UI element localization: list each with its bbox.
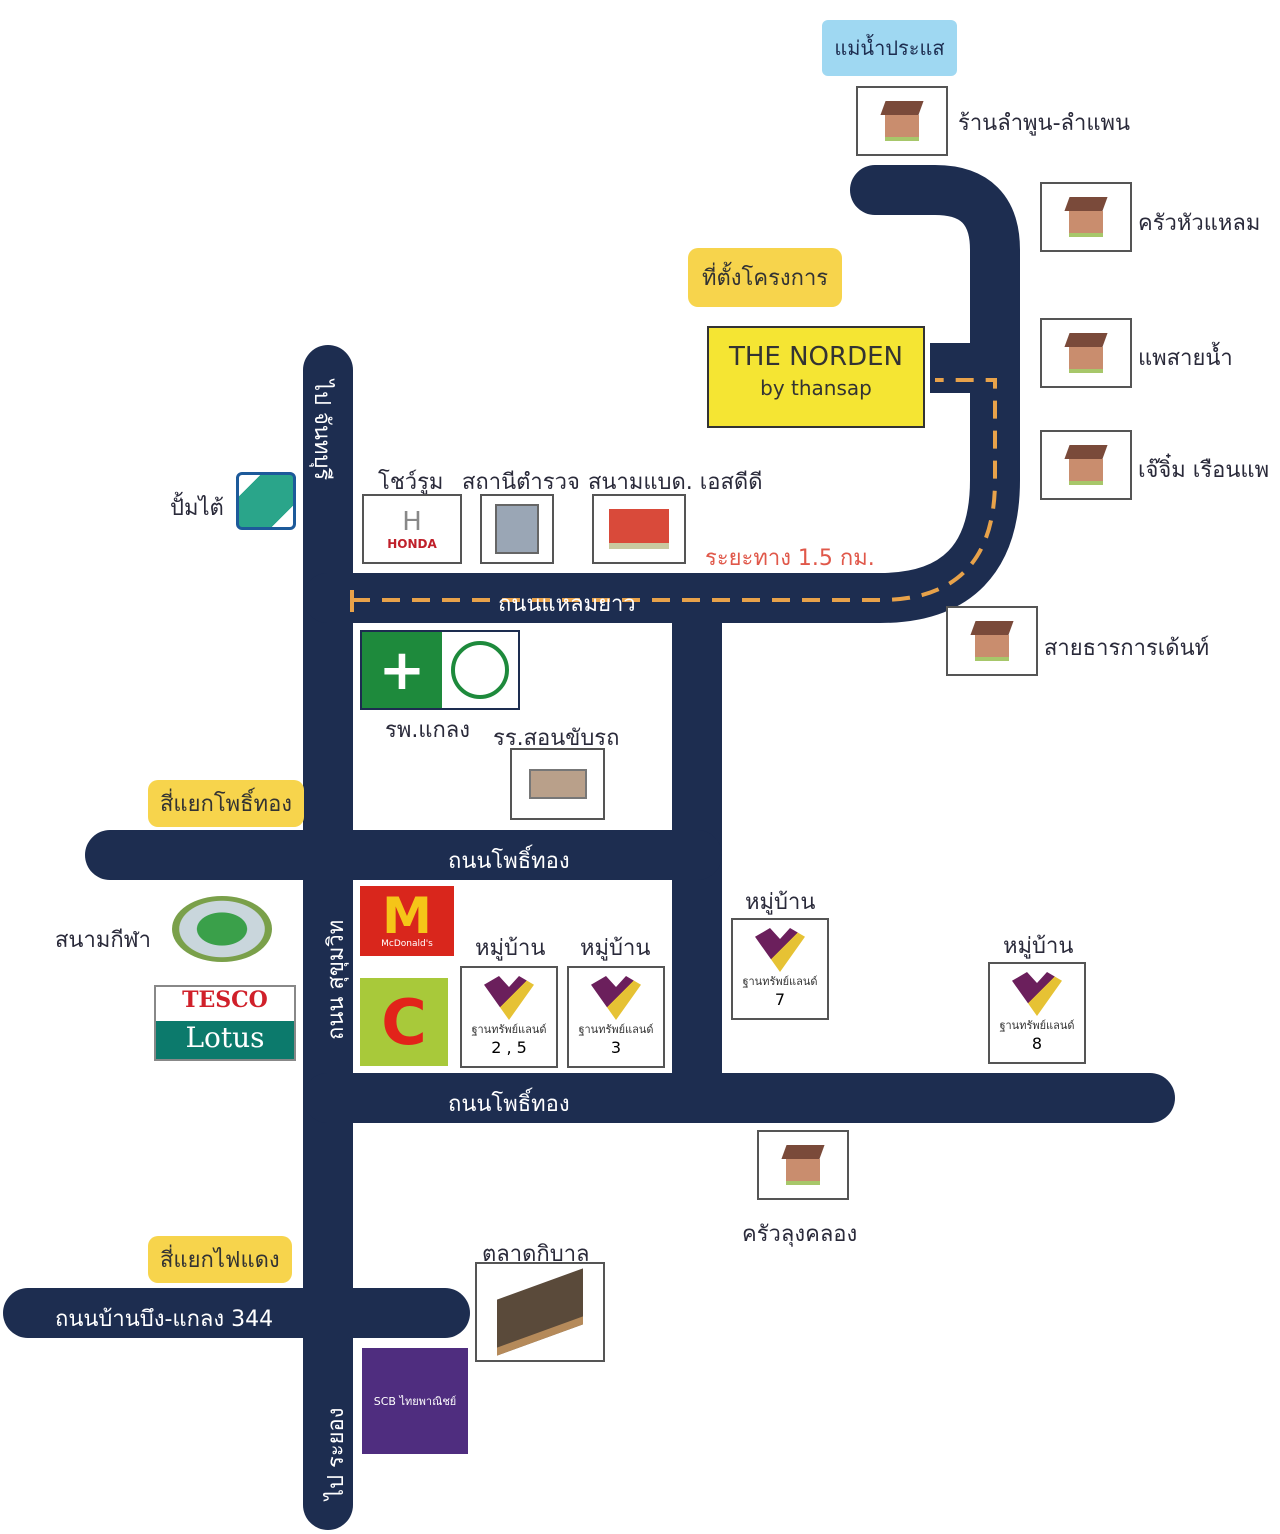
bigc-text: C <box>381 985 427 1059</box>
house-icon <box>946 606 1038 676</box>
village-brand: ฐานทรัพย์แลนด์ <box>471 1023 547 1036</box>
village-logo-icon <box>755 928 805 972</box>
scb-logo-icon: SCB ไทยพาณิชย์ <box>362 1348 468 1454</box>
route-dashed-line <box>352 378 997 602</box>
badminton-court-icon <box>592 494 686 564</box>
bigc-logo-icon: C <box>360 978 448 1066</box>
place-khrua-lung: ครัวลุงคลอง <box>742 1222 858 1247</box>
road-pho-thong-2-label: ถนนโพธิ์ทอง <box>448 1092 570 1117</box>
junction-traffic-light-callout: สี่แยกไฟแดง <box>148 1236 292 1283</box>
place-lamphun: ร้านลำพูน-ลำแพน <box>958 111 1131 136</box>
village-logo-icon <box>591 976 641 1020</box>
honda-text: HONDA <box>387 537 437 551</box>
village-brand: ฐานทรัพย์แลนด์ <box>999 1019 1075 1032</box>
place-sai-than: สายธารการเด้นท์ <box>1044 636 1210 661</box>
village-logo-icon <box>1012 972 1062 1016</box>
market-icon <box>475 1262 605 1362</box>
village-marker[interactable]: ฐานทรัพย์แลนด์ 3 <box>567 966 665 1068</box>
village-number: 3 <box>610 1038 622 1057</box>
driving-school-icon <box>510 748 605 820</box>
road-laem-yao-label: ถนนแหลมยาว <box>498 592 636 617</box>
village-brand: ฐานทรัพย์แลนด์ <box>578 1023 654 1036</box>
road-pho-thong-1-label: ถนนโพธิ์ทอง <box>448 849 570 874</box>
label-driving-school: รร.สอนขับรถ <box>493 726 620 751</box>
police-station-icon <box>480 494 554 564</box>
village-title: หมู่บ้าน <box>1003 934 1074 959</box>
mcd-text: McDonald's <box>381 939 433 949</box>
village-marker[interactable]: ฐานทรัพย์แลนด์ 7 <box>731 918 829 1020</box>
village-title: หมู่บ้าน <box>475 936 546 961</box>
road-sukhumvit-label: ถนน สุขุมวิท <box>324 919 349 1040</box>
place-gas: ปั้มไต้ <box>170 496 224 521</box>
label-badminton: สนามแบด. เอสดีดี <box>588 470 763 495</box>
tesco-lotus-logo-icon: TESCO Lotus <box>154 985 296 1061</box>
scb-text: SCB ไทยพาณิชย์ <box>373 1395 457 1408</box>
project-sub: by thansap <box>760 376 872 400</box>
village-title: หมู่บ้าน <box>580 936 651 961</box>
house-icon <box>1040 430 1132 500</box>
house-icon <box>856 86 948 156</box>
village-marker[interactable]: ฐานทรัพย์แลนด์ 8 <box>988 962 1086 1064</box>
road-to-rayong: ไป ระยอง <box>324 1407 349 1500</box>
project-marker[interactable]: THE NORDEN by thansap <box>707 326 925 428</box>
place-phae-sai-nam: แพสายน้ำ <box>1138 346 1233 371</box>
place-khrua-hua-laem: ครัวหัวแหลม <box>1138 211 1261 236</box>
project-callout: ที่ตั้งโครงการ <box>688 248 843 307</box>
road-ban-bueng-label: ถนนบ้านบึง-แกลง 344 <box>55 1307 274 1332</box>
hospital-logo-icon: + <box>360 630 520 710</box>
village-title: หมู่บ้าน <box>745 890 816 915</box>
house-icon <box>1040 182 1132 252</box>
lotus-text: Lotus <box>156 1021 294 1059</box>
project-name: THE NORDEN <box>728 342 903 372</box>
stadium-icon <box>172 896 272 962</box>
village-brand: ฐานทรัพย์แลนด์ <box>742 975 818 988</box>
label-police: สถานีตำรวจ <box>462 470 580 495</box>
house-icon <box>1040 318 1132 388</box>
village-marker[interactable]: ฐานทรัพย์แลนด์ 2 , 5 <box>460 966 558 1068</box>
village-number: 7 <box>774 990 786 1009</box>
village-logo-icon <box>484 976 534 1020</box>
leaf-logo-icon <box>236 472 296 530</box>
distance-label: ระยะทาง 1.5 กม. <box>705 546 875 571</box>
house-icon <box>757 1130 849 1200</box>
label-stadium: สนามกีฬา <box>55 928 152 953</box>
label-hospital: รพ.แกลง <box>385 718 471 743</box>
village-number: 8 <box>1031 1034 1043 1053</box>
place-je-jim: เจ๊จิ๋ม เรือนแพ <box>1138 458 1270 483</box>
river-label: แม่น้ำประแส <box>822 20 957 76</box>
tesco-text: TESCO <box>182 987 268 1013</box>
label-showroom: โชว์รูม <box>378 470 444 495</box>
junction-pho-thong-callout: สี่แยกโพธิ์ทอง <box>148 780 305 827</box>
village-number: 2 , 5 <box>491 1038 527 1057</box>
road-to-chanthaburi: ไป จันทบุรี <box>309 380 334 481</box>
